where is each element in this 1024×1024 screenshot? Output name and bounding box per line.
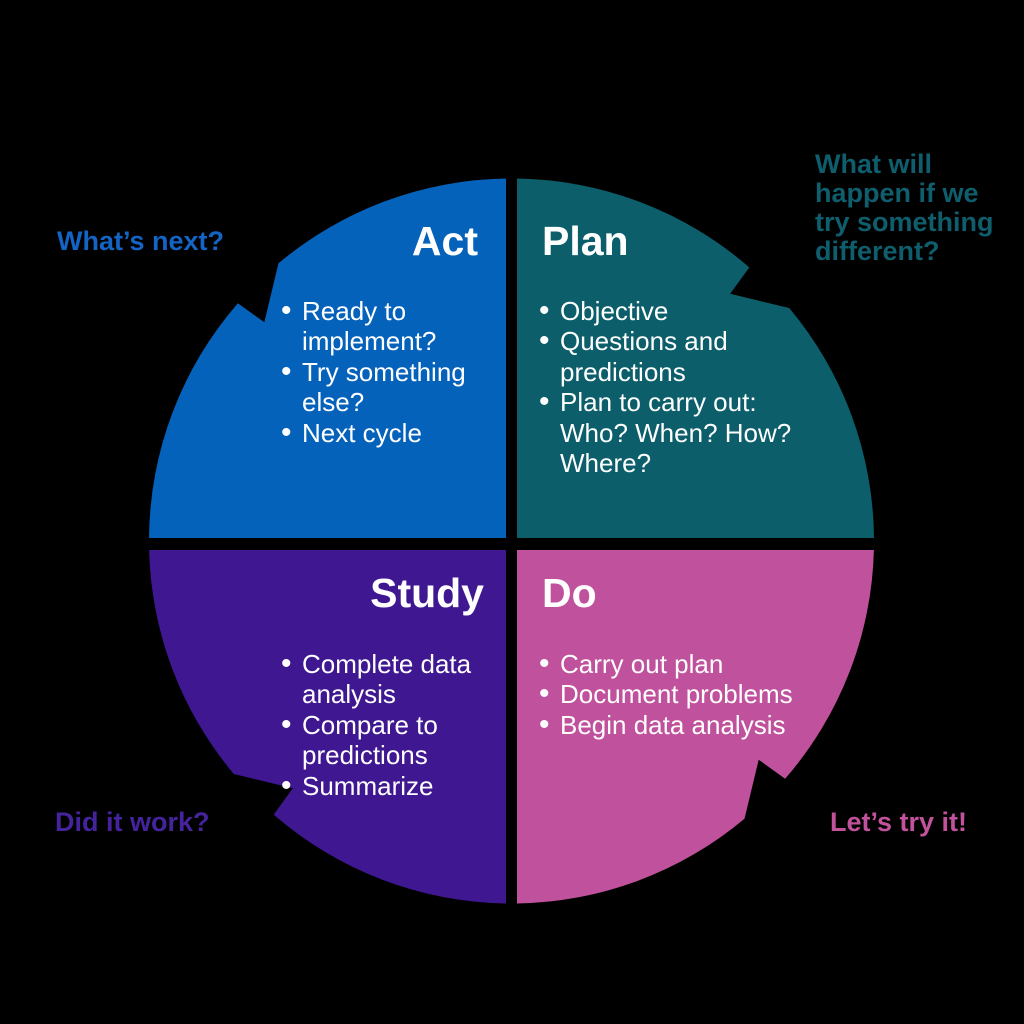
bullet-text: Plan to carry out: Who? When? How? Where… [560,387,792,479]
bullet-icon: • [539,707,550,741]
bullet-icon: • [539,677,550,711]
outside-label-plan: What will happen if we try something dif… [815,149,994,266]
bullet-text: Questions and predictions [560,326,728,387]
bullet-text: Compare to predictions [302,709,438,771]
do-quadrant-shape [517,550,874,904]
study-bullet-list: • Complete data analysis • Compare to pr… [281,647,503,802]
act-bullet-list: • Ready to implement? • Try something el… [281,294,482,449]
bullet-text: Complete data analysis [302,649,472,710]
bullet-icon: • [281,354,292,388]
bullet-text: Carry out plan [560,649,724,679]
bullet-icon: • [539,385,550,419]
bullet-icon: • [281,647,292,680]
bullet-icon: • [281,707,292,741]
act-title: Act [411,218,478,264]
bullet-text: Try something else? [302,356,466,418]
plan-bullet-list: • Objective • Questions and predictions … [539,294,801,479]
outside-label-do: Let’s try it! [830,807,968,837]
outside-label-act: What’s next? [57,226,225,256]
bullet-text: Begin data analysis [560,709,786,740]
outside-label-study: Did it work? [55,807,210,837]
list-item: • Carry out plan [539,647,811,680]
list-item: • Questions and predictions [539,326,801,387]
bullet-icon: • [281,768,292,802]
list-item: • Try something else? [281,354,482,418]
bullet-icon: • [539,647,550,680]
list-item: • Plan to carry out: Who? When? How? Whe… [539,385,801,479]
do-bullet-list: • Carry out plan • Document problems • B… [539,647,811,741]
bullet-icon: • [539,324,550,358]
bullet-icon: • [539,294,550,327]
bullet-text: Ready to implement? [302,296,437,357]
study-title: Study [370,570,484,616]
bullet-text: Next cycle [302,417,422,448]
list-item: • Compare to predictions [281,707,503,771]
bullet-icon: • [281,415,292,449]
list-item: • Document problems [539,677,811,711]
study-quadrant-shape [149,550,506,904]
plan-title: Plan [542,218,629,264]
list-item: • Begin data analysis [539,707,811,741]
list-item: • Objective [539,294,801,327]
plan-quadrant-shape [517,178,874,538]
bullet-icon: • [281,294,292,327]
bullet-text: Document problems [560,679,793,710]
act-quadrant-shape [149,178,506,538]
list-item: • Summarize [281,768,503,802]
bullet-text: Objective [560,296,669,326]
list-item: • Ready to implement? [281,294,482,357]
do-title: Do [542,570,597,616]
list-item: • Next cycle [281,415,482,449]
list-item: • Complete data analysis [281,647,503,710]
bullet-text: Summarize [302,770,434,801]
